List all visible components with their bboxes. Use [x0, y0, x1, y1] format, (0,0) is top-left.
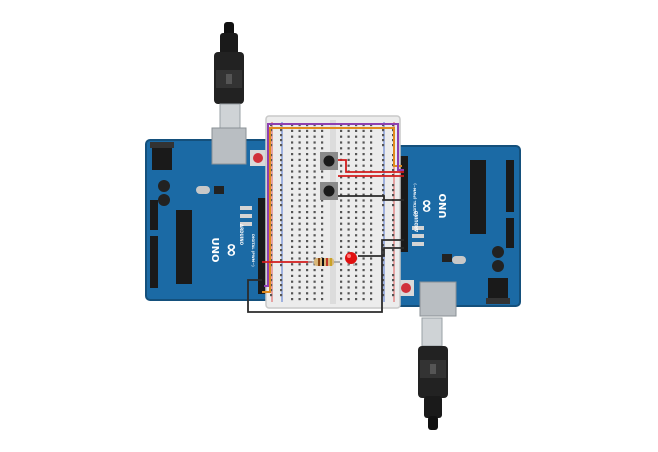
wire-black-led[interactable]	[358, 247, 404, 257]
led[interactable]	[345, 252, 357, 266]
arduino-left[interactable]: ∞ UNO ARDUINO DIGITAL (PWM~)	[145, 127, 273, 301]
resistor[interactable]	[308, 258, 340, 266]
usb-cable-top[interactable]	[214, 22, 244, 133]
arduino-right[interactable]: ∞ UNO ARDUINO DIGITAL (PWM~)	[395, 145, 521, 317]
arduino-logo-right: ∞	[416, 199, 437, 214]
reset-button-right[interactable]	[398, 280, 414, 296]
reset-button-left[interactable]	[250, 150, 266, 166]
digital-label-left: DIGITAL (PWM~)	[251, 234, 255, 267]
microcontroller-chip-left	[176, 210, 192, 284]
wire-purple[interactable]	[264, 123, 404, 287]
digital-label-right: DIGITAL (PWM~)	[413, 183, 417, 216]
wire-orange[interactable]	[262, 127, 402, 293]
wire-black-ground[interactable]	[247, 239, 404, 313]
usb-cable-bottom[interactable]	[418, 317, 448, 430]
wire-black-button[interactable]	[338, 195, 404, 201]
pushbutton-2[interactable]	[320, 182, 338, 200]
brand-label-left: ARDUINO	[239, 224, 244, 246]
breadboard[interactable]	[265, 115, 401, 309]
microcontroller-chip-right	[470, 160, 486, 234]
board-model-right: UNO	[438, 194, 449, 219]
arduino-logo-left: ∞	[221, 243, 242, 258]
pushbutton-1[interactable]	[320, 152, 338, 170]
board-model-left: UNO	[209, 238, 220, 263]
wire-red-1[interactable]	[338, 159, 404, 173]
brand-label-right: ARDUINO	[414, 210, 419, 232]
